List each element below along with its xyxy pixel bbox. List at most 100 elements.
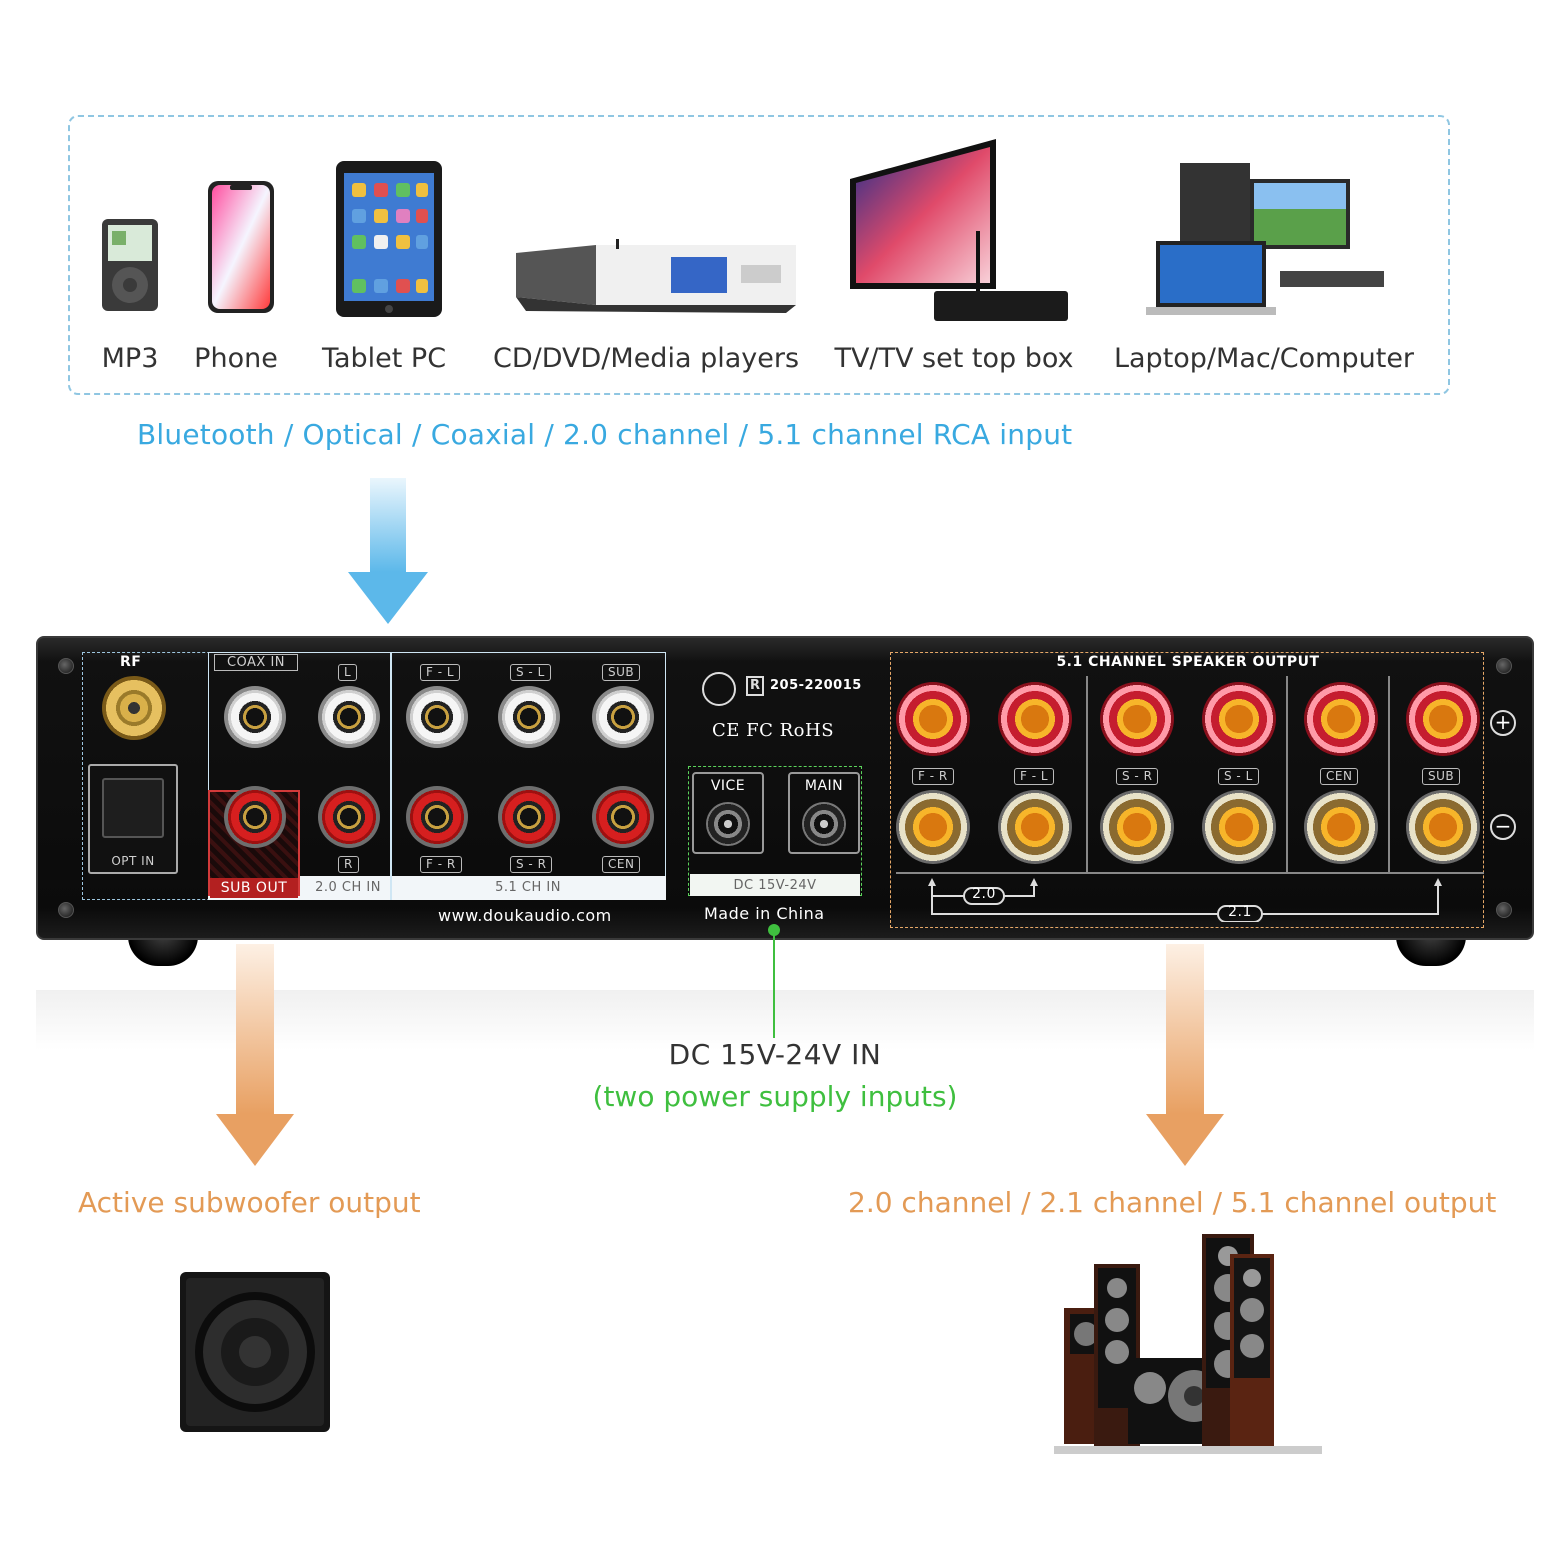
speaker-cen-negative[interactable] xyxy=(1304,790,1378,864)
divider xyxy=(1388,676,1390,872)
speaker-sl-positive[interactable] xyxy=(1202,682,1276,756)
screw-icon xyxy=(1496,658,1512,674)
ch20-r-jack[interactable] xyxy=(318,786,380,848)
dc-pointer-line xyxy=(773,928,775,1038)
speaker-output-section xyxy=(890,652,1484,928)
speaker-sl-label: S - L xyxy=(1218,768,1259,785)
ch51-cen-jack[interactable] xyxy=(592,786,654,848)
speaker-sr-label: S - R xyxy=(1116,768,1159,785)
amp-reflection xyxy=(36,990,1534,1050)
ch51-sub-jack[interactable] xyxy=(592,686,654,748)
dc-in-caption: DC 15V-24V IN xyxy=(668,1038,882,1071)
optical-input-port[interactable]: OPT IN xyxy=(88,764,178,874)
speaker-output-title: 5.1 CHANNEL SPEAKER OUTPUT xyxy=(1056,654,1320,670)
ch51-fr-jack[interactable] xyxy=(406,786,468,848)
ch51-sl-jack[interactable] xyxy=(498,686,560,748)
made-in-label: Made in China xyxy=(704,904,825,923)
ch51-sr-jack[interactable] xyxy=(498,786,560,848)
main-dc-port[interactable]: MAIN xyxy=(788,772,860,854)
phone-icon xyxy=(208,181,274,313)
divider xyxy=(1286,676,1288,872)
channel-bracket-icon xyxy=(928,878,1442,922)
dc-label-strip xyxy=(690,874,860,896)
divider xyxy=(1086,676,1088,872)
input-arrow-icon xyxy=(348,478,428,624)
divider xyxy=(390,652,392,900)
speaker-arrow-icon xyxy=(1146,944,1224,1166)
coax-in-label: COAX IN xyxy=(214,654,298,671)
ch51-in-label: 5.1 CH IN xyxy=(495,880,561,895)
ch51-cen-label: CEN xyxy=(602,856,641,873)
ch51-fr-label: F - R xyxy=(420,856,462,873)
speaker-sub-label: SUB xyxy=(1422,768,1461,785)
source-devices-panel: MP3 Phone Tablet PC CD/DVD/Media players… xyxy=(68,115,1450,395)
plus-icon: + xyxy=(1490,710,1516,736)
power-supply-caption: (two power supply inputs) xyxy=(592,1080,958,1113)
speaker-fl-negative[interactable] xyxy=(998,790,1072,864)
registered-icon: R xyxy=(746,676,764,696)
speaker-sr-positive[interactable] xyxy=(1100,682,1174,756)
ch51-sr-label: S - R xyxy=(510,856,553,873)
cert-mark-icon xyxy=(702,672,736,706)
tablet-icon xyxy=(336,161,442,317)
speaker-fr-negative[interactable] xyxy=(896,790,970,864)
cert-logos: CE FC RoHS xyxy=(712,720,835,741)
ch51-sub-label: SUB xyxy=(602,664,641,681)
input-caption: Bluetooth / Optical / Coaxial / 2.0 chan… xyxy=(137,418,1073,451)
subwoofer-output-caption: Active subwoofer output xyxy=(78,1186,421,1219)
amplifier-rear-panel: RF OPT IN COAX IN SUB OUT L R 2.0 CH IN … xyxy=(36,636,1534,940)
sub-out-label: SUB OUT xyxy=(210,878,298,898)
speaker-fr-positive[interactable] xyxy=(896,682,970,756)
speaker-cen-label: CEN xyxy=(1320,768,1359,785)
source-label-mp3: MP3 xyxy=(101,343,159,374)
bracket-20-label: 2.0 xyxy=(972,886,996,902)
source-label-tv: TV/TV set top box xyxy=(834,343,1074,374)
computer-icon xyxy=(1146,163,1384,315)
vice-label: VICE xyxy=(710,778,746,794)
speaker-sub-negative[interactable] xyxy=(1406,790,1480,864)
rf-antenna-connector[interactable] xyxy=(102,676,166,740)
opt-in-label: OPT IN xyxy=(111,854,155,868)
speaker-fl-label: F - L xyxy=(1014,768,1055,785)
screw-icon xyxy=(58,658,74,674)
dc-label: DC 15V-24V xyxy=(733,878,817,893)
speaker-sl-negative[interactable] xyxy=(1202,790,1276,864)
screw-icon xyxy=(1496,902,1512,918)
speaker-cen-positive[interactable] xyxy=(1304,682,1378,756)
speaker-sr-negative[interactable] xyxy=(1100,790,1174,864)
bracket-21-label: 2.1 xyxy=(1228,904,1252,920)
sub-out-jack[interactable] xyxy=(224,786,286,848)
source-label-computer: Laptop/Mac/Computer xyxy=(1113,343,1415,374)
ch20-in-label: 2.0 CH IN xyxy=(315,880,381,895)
dc-pointer-dot xyxy=(768,924,780,936)
main-label: MAIN xyxy=(804,778,844,794)
cert-number: 205-220015 xyxy=(770,678,862,693)
vice-dc-port[interactable]: VICE xyxy=(692,772,764,854)
media-player-icon xyxy=(516,239,796,313)
dc-jack-icon xyxy=(706,802,750,846)
speaker-fl-positive[interactable] xyxy=(998,682,1072,756)
ch51-sl-label: S - L xyxy=(510,664,551,681)
channel-output-caption: 2.0 channel / 2.1 channel / 5.1 channel … xyxy=(848,1186,1497,1219)
ch51-fl-jack[interactable] xyxy=(406,686,468,748)
ch20-l-jack[interactable] xyxy=(318,686,380,748)
source-label-tablet: Tablet PC xyxy=(321,343,447,374)
speaker-system-icon xyxy=(1054,1234,1322,1454)
ch20-r-label: R xyxy=(338,856,359,873)
divider xyxy=(896,872,1484,874)
speaker-fr-label: F - R xyxy=(912,768,954,785)
dc-jack-icon xyxy=(802,802,846,846)
screw-icon xyxy=(58,902,74,918)
ch51-fl-label: F - L xyxy=(420,664,461,681)
subwoofer-arrow-icon xyxy=(216,944,294,1166)
coax-input-jack[interactable] xyxy=(224,686,286,748)
tv-icon xyxy=(850,139,1068,321)
speaker-sub-positive[interactable] xyxy=(1406,682,1480,756)
ch20-l-label: L xyxy=(338,664,358,681)
source-label-phone: Phone xyxy=(194,343,278,374)
rf-label: RF xyxy=(120,654,142,670)
website-label: www.doukaudio.com xyxy=(438,906,612,925)
mp3-player-icon xyxy=(102,219,158,311)
subwoofer-icon xyxy=(180,1272,330,1432)
source-label-media-players: CD/DVD/Media players xyxy=(492,343,800,374)
